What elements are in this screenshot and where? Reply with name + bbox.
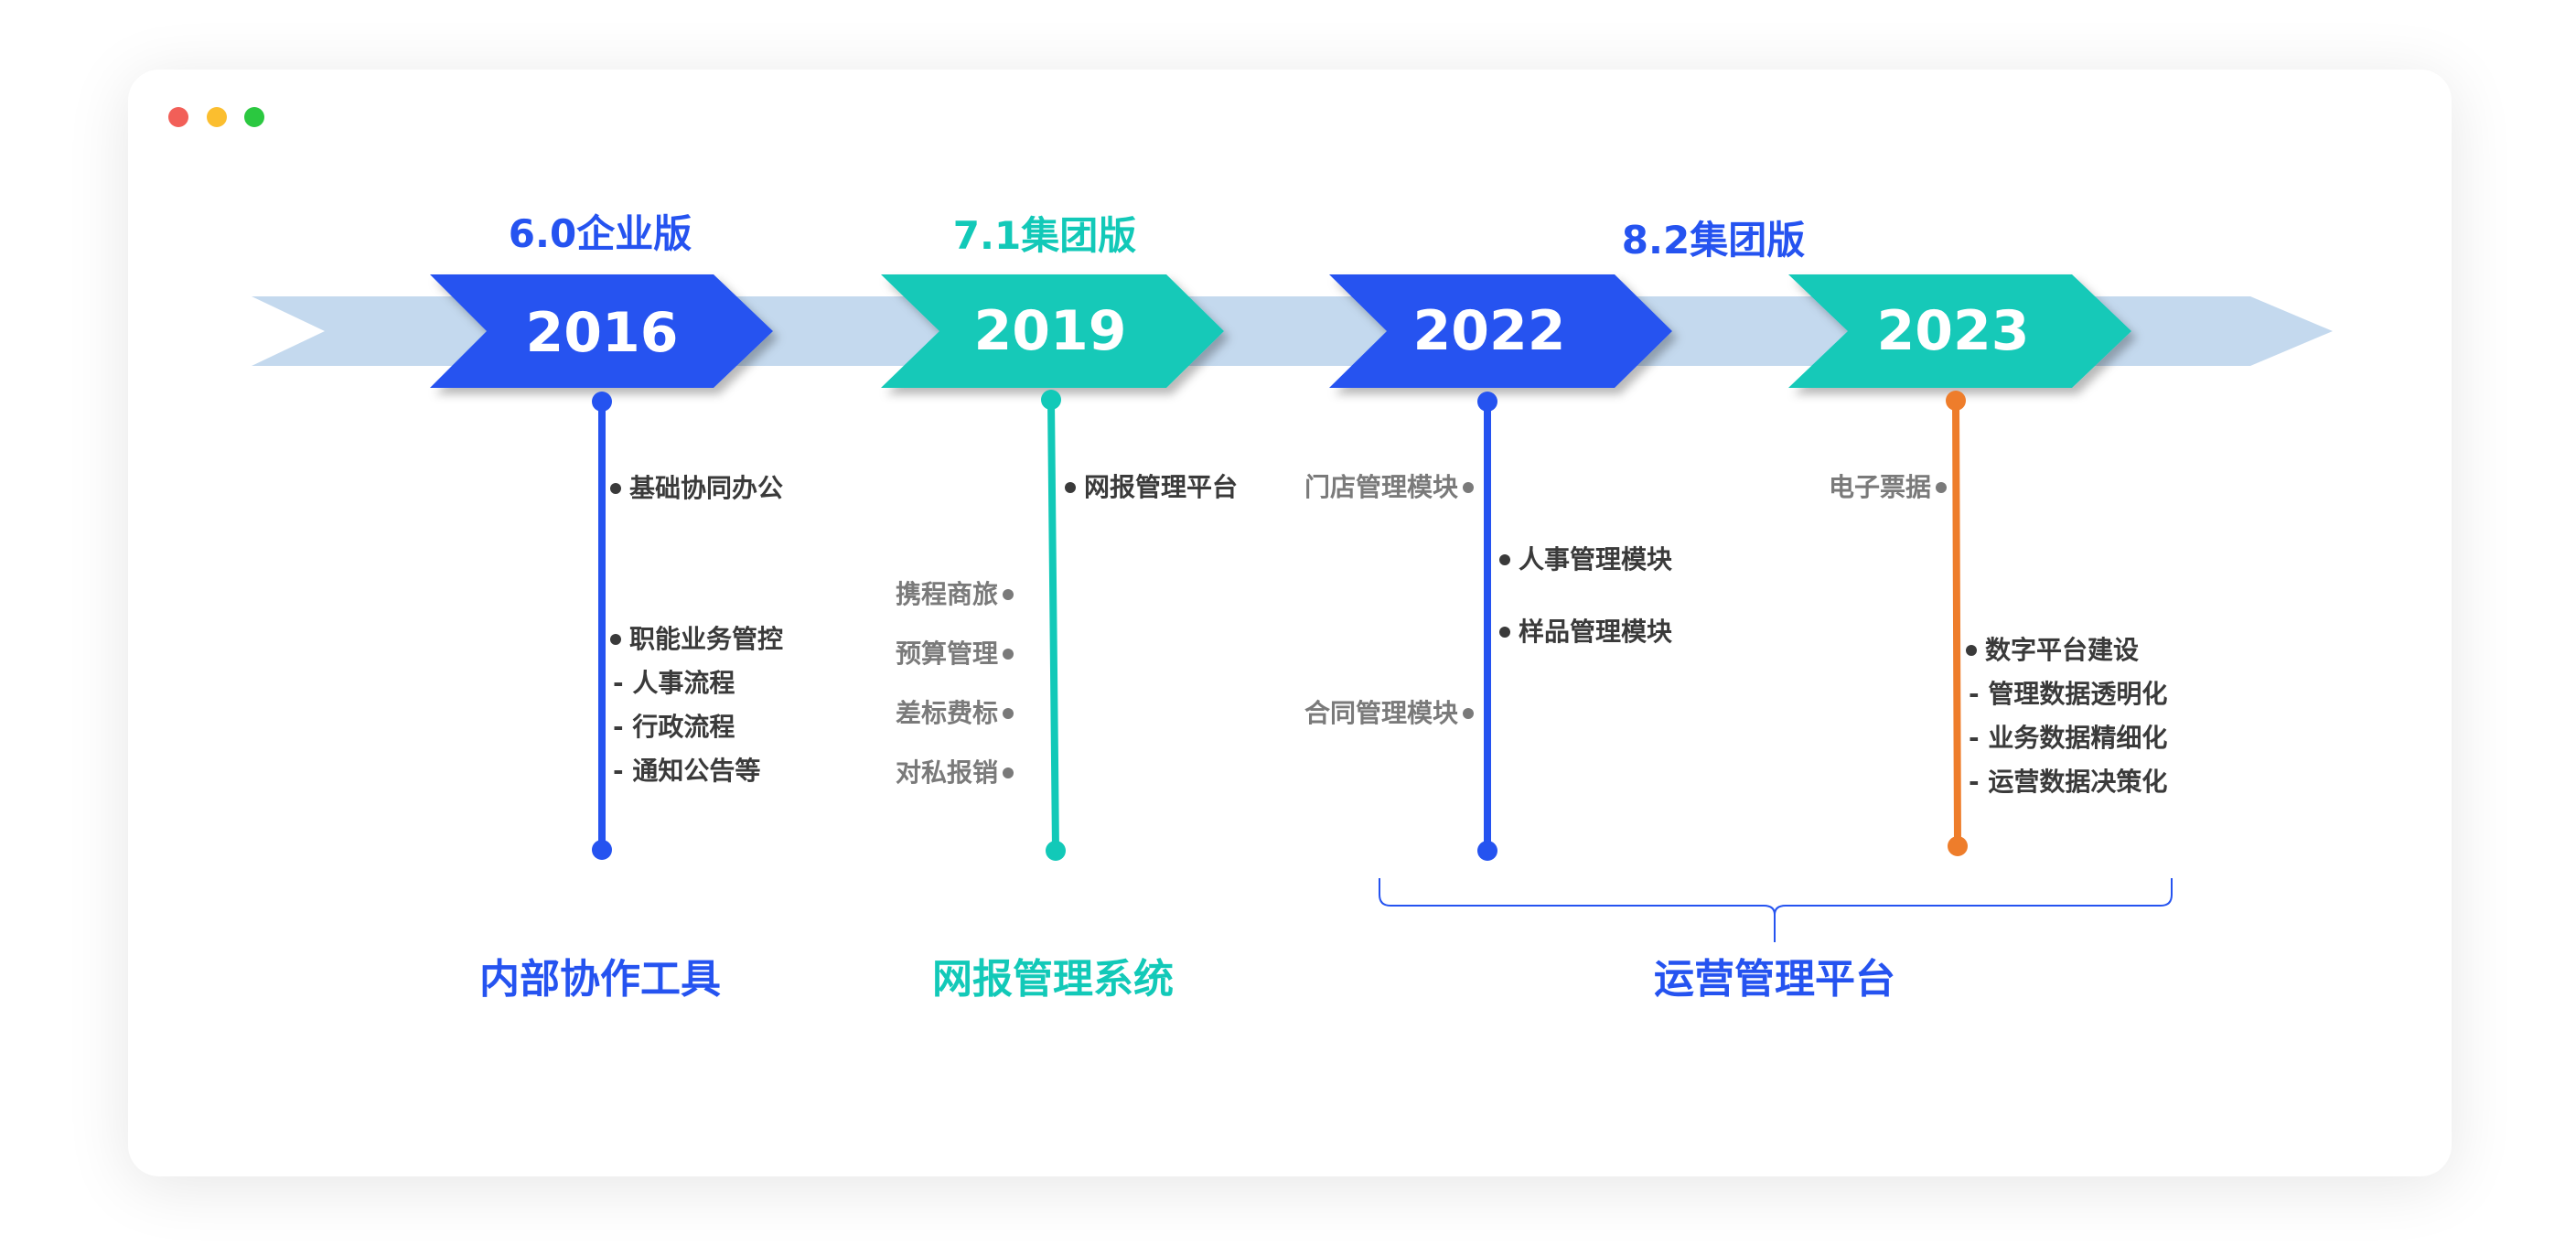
item-store-module: 门店管理模块	[1304, 472, 1458, 502]
item-digital-platform: 数字平台建设	[1985, 635, 2140, 665]
item-e-invoice: 电子票据	[1828, 472, 1931, 502]
timeline-card	[128, 70, 2452, 1176]
bullet	[1003, 767, 1014, 778]
bullet	[1463, 482, 1474, 493]
bullet	[1936, 482, 1947, 493]
item-contract-module: 合同管理模块	[1304, 698, 1458, 728]
year-2023: 2023	[1877, 299, 2030, 363]
bullet	[1499, 554, 1510, 565]
item-private-reimbursement: 对私报销	[895, 757, 998, 788]
category-operations-platform: 运营管理平台	[1654, 956, 1895, 1003]
chevron-2023	[1788, 274, 2131, 388]
subitem-data-transparency: - 管理数据透明化	[1969, 679, 2168, 709]
bullet	[610, 634, 621, 645]
stem-2023-bottom-node	[1948, 836, 1968, 856]
group-brace	[1379, 878, 2173, 942]
timeline-band-arrow	[252, 296, 2333, 366]
bullet	[1003, 708, 1014, 719]
bullet	[1065, 482, 1076, 493]
item-ctrip-travel: 携程商旅	[895, 579, 998, 609]
item-functional-control: 职能业务管控	[629, 624, 784, 654]
version-label-6-0: 6.0企业版	[508, 211, 692, 256]
stem-2022-bottom-node	[1477, 841, 1497, 861]
year-2019: 2019	[974, 299, 1127, 363]
stem-2019-top-node	[1041, 390, 1061, 410]
item-basic-collaboration: 基础协同办公	[629, 473, 784, 503]
chevron-2022	[1329, 274, 1672, 388]
item-expense-standards: 差标费标	[895, 698, 998, 728]
year-2016: 2016	[526, 301, 679, 365]
subitem-notices: - 通知公告等	[613, 756, 761, 786]
category-internal-tools: 内部协作工具	[479, 956, 721, 1003]
version-label-7-1: 7.1集团版	[952, 213, 1137, 258]
version-label-8-2: 8.2集团版	[1621, 218, 1806, 263]
subitem-data-decision: - 运营数据决策化	[1969, 767, 2168, 797]
bullet	[1463, 708, 1474, 719]
subitem-data-refinement: - 业务数据精细化	[1969, 723, 2168, 753]
stem-2019	[1047, 397, 1059, 854]
stem-2019-bottom-node	[1046, 841, 1066, 861]
stem-2022-top-node	[1477, 392, 1497, 412]
item-expense-platform: 网报管理平台	[1084, 472, 1239, 502]
bullet	[610, 483, 621, 494]
bullet	[1003, 589, 1014, 600]
bullet	[1966, 645, 1977, 656]
item-hr-module: 人事管理模块	[1519, 544, 1673, 574]
stem-2016-top-node	[592, 392, 612, 412]
subitem-admin-process: - 行政流程	[613, 712, 735, 742]
chevron-2016	[430, 274, 773, 388]
category-expense-system: 网报管理系统	[932, 956, 1174, 1003]
bullet	[1499, 627, 1510, 638]
year-2022: 2022	[1413, 299, 1566, 363]
subitem-hr-process: - 人事流程	[613, 668, 735, 698]
window-minimize-dot[interactable]	[207, 107, 227, 127]
bullet	[1003, 649, 1014, 660]
item-budget-management: 预算管理	[895, 639, 998, 669]
stem-2016-bottom-node	[592, 840, 612, 860]
window-maximize-dot[interactable]	[244, 107, 264, 127]
window-close-dot[interactable]	[168, 107, 188, 127]
chevron-2019	[881, 274, 1224, 388]
item-sample-module: 样品管理模块	[1519, 617, 1673, 647]
stem-2023	[1952, 399, 1961, 849]
stem-2023-top-node	[1946, 391, 1966, 411]
